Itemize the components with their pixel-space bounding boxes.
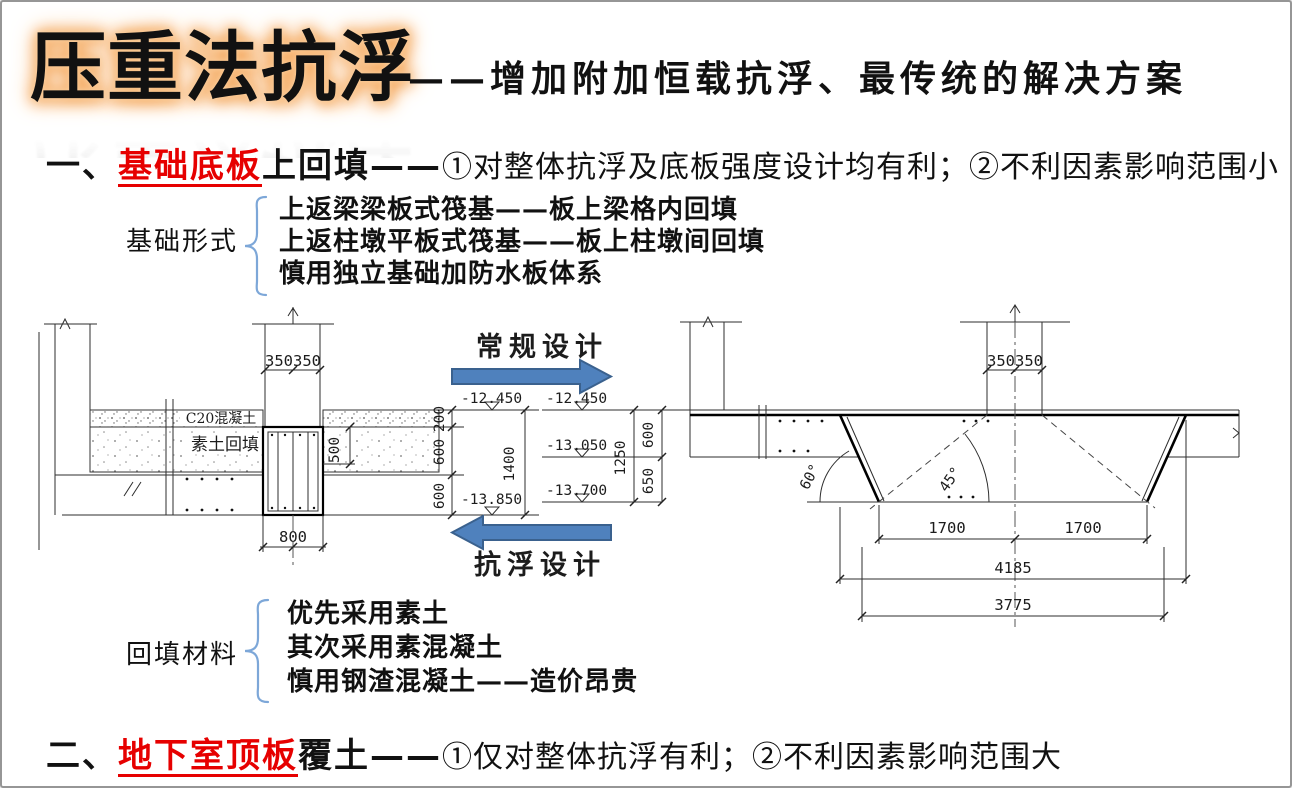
section-one-index: 一、 [46,146,118,186]
left-arrow-icon [449,514,612,551]
foundation-type-item: 上返柱墩平板式筏基——板上柱墩间回填 [279,227,766,257]
dim-label-600-fill: 600 [432,439,448,465]
backfill-materials-list: 优先采用素土 其次采用素混凝土 慎用钢渣混凝土——造价昂贵 [287,597,638,699]
foundation-types-label: 基础形式 [126,227,239,257]
dim-label-column-width-right: 350350 [987,352,1043,370]
slab-rebar-dots-right [778,419,990,499]
left-drawing-beam-raft: 350350 C20混凝土 素土回填 [38,307,539,567]
design-direction-arrows: 常规设计 抗浮设计 [449,332,614,581]
dim-label-500: 500 [327,437,343,463]
page-subtitle: ——增加附加恒载抗浮、最传统的解决方案 [408,58,1188,100]
section-one-keyword: 基础底板 [118,146,262,186]
backfill-materials-brace-icon [244,598,270,704]
dim-label-column-width-left: 350350 [265,352,321,370]
conventional-design-label: 常规设计 [476,332,608,363]
section-two-index: 二、 [46,736,118,776]
elev-label-bottom-right: -13.700 [546,483,607,499]
angle-label-45: 45° [937,464,965,495]
dim-label-200: 200 [432,406,448,432]
foundation-type-item: 上返梁梁板式筏基——板上梁格内回填 [279,195,739,225]
section-one-suffix: 上回填—— [262,146,442,186]
dim-label-600-slab: 600 [432,483,448,509]
dim-label-800: 800 [279,528,307,546]
concrete-layer-label: C20混凝土 [186,411,257,427]
section-two-keyword: 地下室顶板 [118,736,298,776]
slab-rebar-dots [185,477,234,512]
backfill-material-item: 优先采用素土 [287,599,450,629]
backfill-material-item: 其次采用素混凝土 [287,633,504,663]
antifloat-design-label: 抗浮设计 [474,549,606,581]
dim-label-650: 650 [641,468,657,494]
foundation-types-brace-icon [244,195,268,297]
section-two-heading: 二、地下室顶板覆土——①仅对整体抗浮有利；②不利因素影响范围大 [46,728,1062,777]
dim-label-4185: 4185 [994,559,1031,577]
right-drawing-flat-slab: -12.450 -13.050 -13.700 1250 600 650 350… [542,304,1240,627]
section-one-detail: ①对整体抗浮及底板强度设计均有利；②不利因素影响范围小 [442,150,1279,185]
dim-label-1400: 1400 [502,447,518,482]
dim-label-1700-left: 1700 [928,519,965,537]
beam-rebar-dots [270,433,316,510]
foundation-types-list: 上返梁梁板式筏基——板上梁格内回填 上返柱墩平板式筏基——板上柱墩间回填 慎用独… [279,194,765,290]
right-arrow-icon [451,358,614,395]
backfill-material-item: 慎用钢渣混凝土——造价昂贵 [287,667,639,697]
elev-label-top-right: -12.450 [546,391,607,407]
dim-label-1700-right: 1700 [1064,519,1101,537]
foundation-type-item: 慎用独立基础加防水板体系 [279,259,604,289]
dim-label-3775: 3775 [994,596,1031,614]
dim-label-600-right: 600 [641,422,657,448]
elev-label-bottom-left: -13.850 [461,492,522,508]
soil-backfill-label: 素土回填 [191,435,259,455]
section-two-detail: ①仅对整体抗浮有利；②不利因素影响范围大 [442,740,1062,775]
angle-label-60: 60° [797,462,823,493]
backfill-materials-label: 回填材料 [126,640,239,670]
elev-label-top-left: -12.450 [461,391,522,407]
section-two-suffix: 覆土—— [298,736,442,776]
dim-label-1250: 1250 [613,441,629,476]
section-one-heading: 一、基础底板上回填——①对整体抗浮及底板强度设计均有利；②不利因素影响范围小 [46,138,1279,187]
page-title: 压重法抗浮 [30,23,415,112]
elev-label-mid-right: -13.050 [546,438,607,454]
